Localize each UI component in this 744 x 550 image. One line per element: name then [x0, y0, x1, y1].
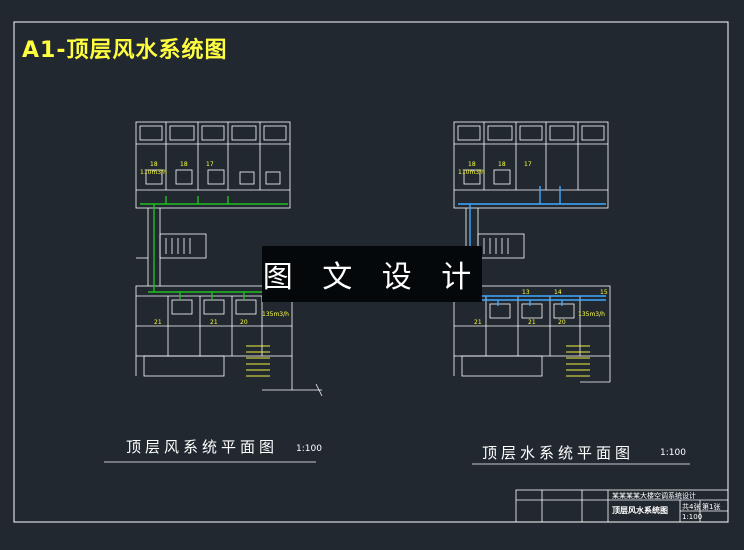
drawing-title: A1-顶层风水系统图	[22, 38, 228, 63]
water-room-label-2: 18	[498, 161, 506, 168]
air-plan-stair	[159, 233, 207, 259]
water-room-label-3: 17	[524, 161, 532, 168]
water-room-label-4: 13	[522, 289, 530, 296]
water-plan-top-block	[453, 121, 609, 209]
water-room-label-1: 18	[468, 161, 476, 168]
air-room-label-5: 21	[210, 319, 218, 326]
title-block-scale: 1:100	[682, 513, 703, 521]
title-block-sheet: 第1张	[702, 503, 721, 511]
air-airflow-bottom: 135m3/h	[262, 311, 289, 318]
air-system-plan	[135, 121, 323, 397]
water-airflow-top: 110m3/h	[458, 169, 485, 176]
title-block-drawing-name: 顶层风水系统图	[612, 506, 668, 515]
title-block-project: 某某某某大楼空调系统设计	[612, 492, 696, 500]
water-room-label-8: 21	[528, 319, 536, 326]
air-plan-stair-hatch	[246, 345, 270, 377]
water-airflow-bottom: 135m3/h	[578, 311, 605, 318]
sheet-border	[13, 21, 729, 523]
air-plan-top-block	[135, 121, 291, 209]
water-plan-stair	[477, 233, 525, 259]
room-number-labels: 18 18 17 21 21 20 18 18 17 13 14 15 21 2…	[140, 161, 608, 326]
water-system-plan	[453, 121, 611, 383]
water-room-label-5: 14	[554, 289, 562, 296]
air-room-label-3: 17	[206, 161, 214, 168]
air-plan-caption: 顶层风系统平面图	[126, 438, 279, 456]
air-room-label-2: 18	[180, 161, 188, 168]
water-plan-stair-hatch	[566, 345, 590, 377]
water-plan-scale: 1:100	[660, 448, 686, 458]
air-airflow-top: 110m3/h	[140, 169, 167, 176]
title-block	[515, 489, 729, 523]
watermark-band: 图 文 设 计	[262, 246, 482, 302]
air-room-label-4: 21	[154, 319, 162, 326]
water-plan-caption: 顶层水系统平面图	[482, 444, 635, 462]
water-room-label-7: 21	[474, 319, 482, 326]
air-plan-scale: 1:100	[296, 444, 322, 454]
air-room-label-1: 18	[150, 161, 158, 168]
water-room-label-6: 15	[600, 289, 608, 296]
air-room-label-6: 20	[240, 319, 248, 326]
title-block-total: 共4张	[682, 503, 701, 511]
water-room-label-9: 20	[558, 319, 566, 326]
